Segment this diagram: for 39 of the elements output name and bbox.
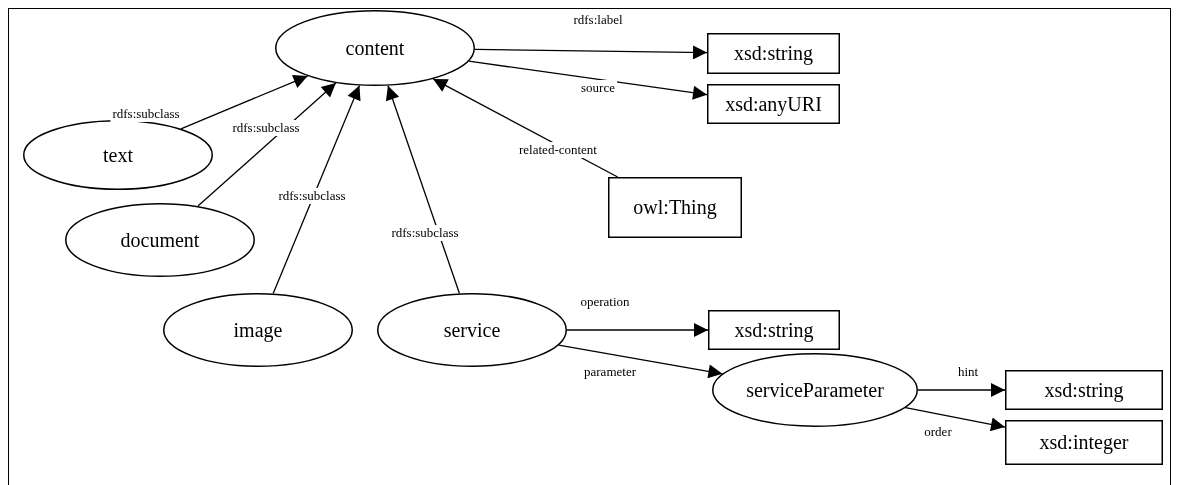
node-label: document bbox=[120, 228, 200, 252]
arrow bbox=[180, 75, 309, 130]
node-label: image bbox=[233, 318, 283, 342]
node-label: xsd:string bbox=[734, 42, 813, 65]
class-ellipse bbox=[23, 120, 213, 190]
node-label: text bbox=[103, 143, 133, 167]
node-label: xsd:string bbox=[1044, 378, 1124, 402]
node-label: xsd:string bbox=[734, 318, 814, 342]
arrow bbox=[385, 85, 461, 294]
node-label: xsd:anyURI bbox=[725, 92, 822, 116]
edge-label: rdfs:subclass bbox=[276, 188, 348, 204]
datatype-box bbox=[1005, 420, 1163, 465]
edge-label: related-content bbox=[517, 142, 599, 158]
class-ellipse bbox=[163, 293, 353, 367]
arrow bbox=[197, 82, 337, 207]
class-ellipse bbox=[377, 293, 567, 367]
node-label: xsd:integer bbox=[1039, 431, 1129, 454]
arrow bbox=[468, 60, 708, 100]
datatype-box bbox=[1005, 370, 1163, 410]
datatype-box bbox=[707, 84, 840, 124]
arrow bbox=[566, 323, 709, 337]
node-label: serviceParameter bbox=[746, 378, 884, 402]
arrow bbox=[272, 84, 361, 295]
datatype-box bbox=[608, 177, 742, 238]
node-label: service bbox=[443, 318, 501, 342]
class-ellipse bbox=[65, 203, 255, 277]
node-label: owl:Thing bbox=[633, 196, 717, 219]
class-ellipse bbox=[275, 10, 475, 86]
class-ellipse bbox=[712, 353, 918, 427]
arrow bbox=[558, 344, 724, 379]
edge-label: rdfs:subclass bbox=[110, 106, 182, 122]
edge-label: rdfs:subclass bbox=[230, 120, 302, 136]
datatype-box bbox=[708, 310, 840, 350]
edge-label: rdfs:subclass bbox=[389, 225, 461, 241]
arrow bbox=[917, 383, 1006, 397]
arrow bbox=[904, 407, 1006, 432]
node-label: content bbox=[345, 36, 405, 60]
arrow bbox=[474, 45, 708, 60]
datatype-box bbox=[707, 33, 840, 74]
